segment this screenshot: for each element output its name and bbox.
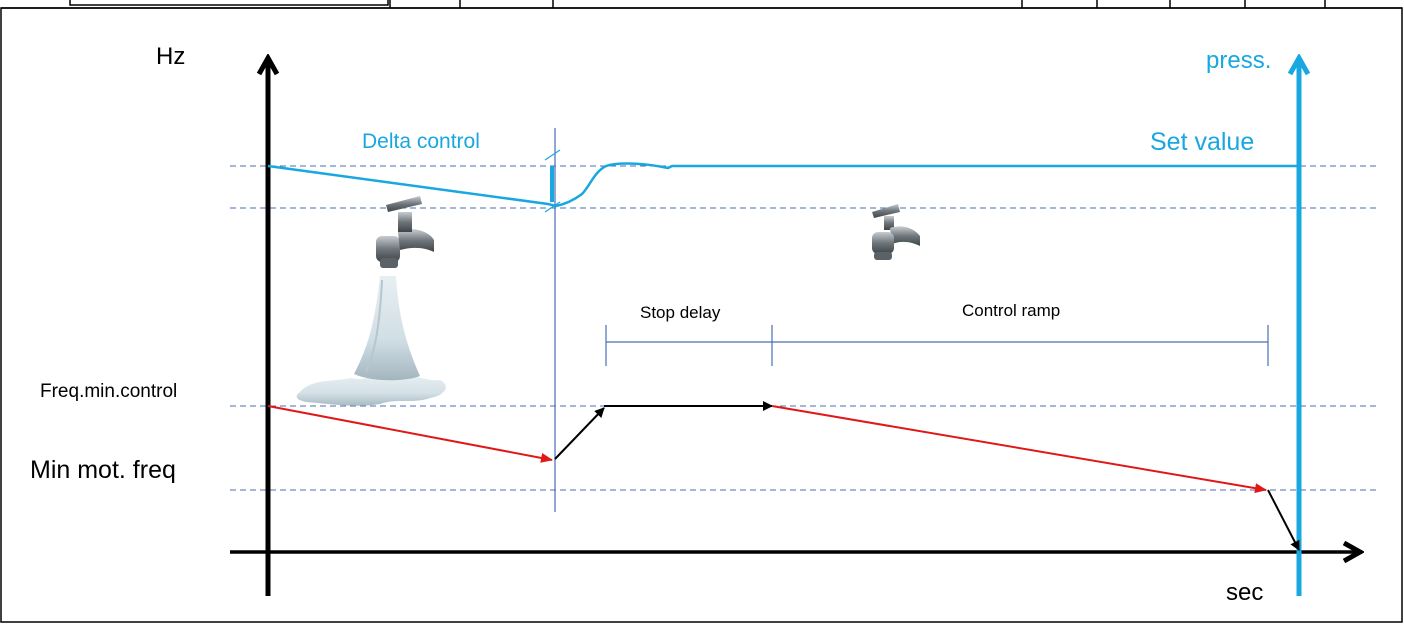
control-ramp-label: Control ramp: [962, 301, 1060, 320]
freq-stop-drop: [1267, 489, 1300, 551]
span-brackets: [605, 325, 1269, 366]
freq-min-control-label: Freq.min.control: [40, 381, 177, 402]
pressure-break-mark: [544, 149, 561, 213]
x-axis-sec-label: sec: [1226, 579, 1263, 606]
set-value-label: Set value: [1150, 128, 1254, 156]
closed-tap-icon: [872, 204, 920, 260]
stop-delay-label: Stop delay: [640, 303, 721, 322]
y-axis-pressure-label: press.: [1206, 47, 1271, 74]
freq-step-up: [554, 407, 605, 460]
freq-ramp-down-1: [267, 405, 553, 463]
freq-ramp-down-2: [771, 405, 1267, 494]
pressure-curve: [267, 162, 1299, 208]
delta-control-label: Delta control: [362, 130, 480, 153]
min-mot-freq-label: Min mot. freq: [30, 456, 176, 484]
open-tap-running-water-icon: [296, 196, 446, 406]
y-axis-hz-label: Hz: [156, 43, 185, 70]
